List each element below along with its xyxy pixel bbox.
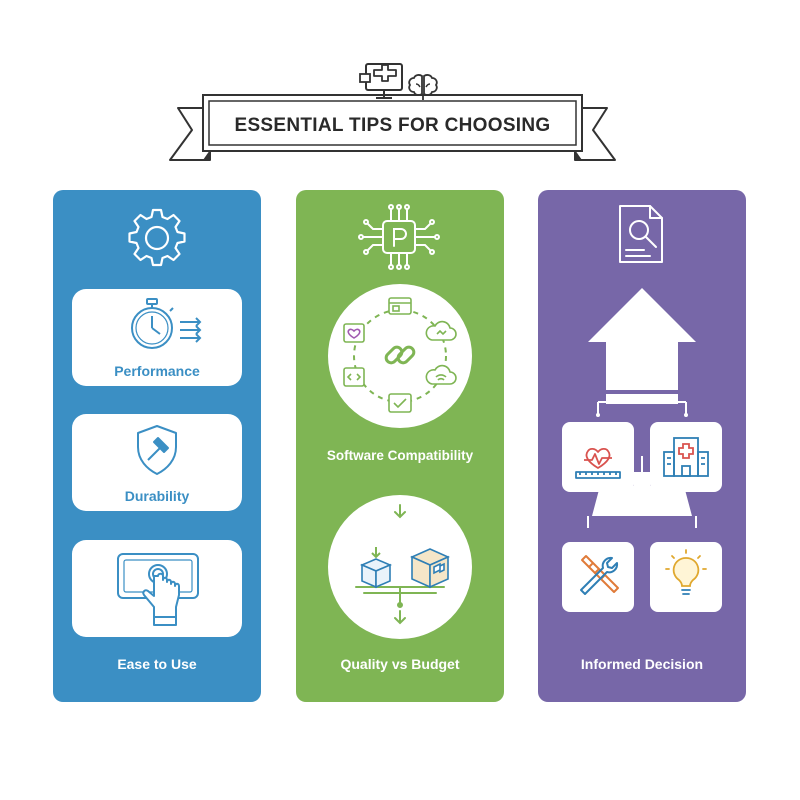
heart-monitor-icon <box>575 447 621 479</box>
medical-monitor-icon <box>359 63 403 99</box>
gear-icon <box>128 208 186 267</box>
durability-card: Durability <box>72 414 242 511</box>
chip-icon <box>358 204 440 270</box>
touchscreen-hand-icon <box>117 553 199 626</box>
stopwatch-icon <box>131 298 202 349</box>
lightbulb-tile <box>650 542 722 612</box>
ribbon-graphic <box>169 94 616 161</box>
ease-to-use-card <box>72 540 242 637</box>
compatibility-circle <box>328 284 472 428</box>
quality-vs-budget-label: Quality vs Budget <box>340 656 460 672</box>
tools-tile <box>562 542 634 612</box>
performance-card: Performance <box>72 289 242 386</box>
lightbulb-icon <box>665 549 707 595</box>
durability-label: Durability <box>124 488 190 504</box>
informed-decision-label: Informed Decision <box>580 656 704 672</box>
quality-budget-circle <box>328 495 472 639</box>
hospital-tile <box>650 422 722 492</box>
document-search-icon <box>619 205 663 263</box>
compatibility-column: Software Compatibility <box>296 190 504 702</box>
link-icon <box>384 345 416 365</box>
performance-column: Performance Durability Ease to Use <box>53 190 261 702</box>
decision-flow-graphic <box>587 288 697 528</box>
brain-icon <box>408 74 438 100</box>
header-banner: ESSENTIAL TIPS FOR CHOOSING <box>0 0 800 180</box>
ease-to-use-label: Ease to Use <box>117 656 197 672</box>
heart-monitor-tile <box>562 422 634 492</box>
cloud-icon <box>425 320 457 341</box>
software-compatibility-label: Software Compatibility <box>326 448 474 463</box>
hospital-icon <box>663 437 709 477</box>
balance-boxes-icon <box>355 504 450 625</box>
decision-column: Informed Decision <box>538 190 746 702</box>
tools-icon <box>580 555 619 595</box>
page-title: ESSENTIAL TIPS FOR CHOOSING <box>234 115 551 136</box>
compatibility-diagram <box>343 297 457 413</box>
performance-label: Performance <box>114 363 200 379</box>
shield-hammer-icon <box>137 425 177 475</box>
